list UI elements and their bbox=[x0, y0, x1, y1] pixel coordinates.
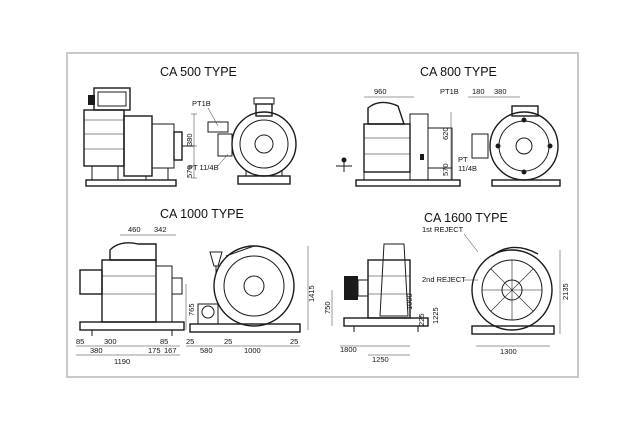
ca500-panel: CA 500 TYPE 380 570 bbox=[83, 65, 297, 187]
ca1000-front-view: 1415 765 25 580 25 1000 25 bbox=[185, 245, 316, 355]
ca1600-dim-2135: 2135 bbox=[561, 283, 570, 300]
ca1000-dim-85: 85 bbox=[76, 337, 84, 346]
ca500-side-view: 380 570 bbox=[83, 87, 197, 187]
ca1000-dim-167: 167 bbox=[164, 346, 177, 355]
ca1600-dim-750: 750 bbox=[323, 301, 332, 314]
ca500-title: CA 500 TYPE bbox=[160, 65, 237, 79]
ca800-panel: CA 800 TYPE 960 620 570 PT1B 180 380 bbox=[336, 65, 561, 187]
ca1000-dim-765: 765 bbox=[187, 303, 196, 316]
ca500-front-view: PT1B PT 11/4B bbox=[188, 97, 297, 185]
ca1000-dim-1000: 1000 bbox=[244, 346, 261, 355]
ca1000-dim-1415: 1415 bbox=[307, 285, 316, 302]
ca500-dim-380: 380 bbox=[185, 133, 194, 146]
ca1600-front-view: 2nd REJECT 2135 1300 bbox=[422, 233, 570, 356]
ca1000-dim-25a: 25 bbox=[186, 337, 194, 346]
ca500-label-pt114: PT 11/4B bbox=[188, 163, 219, 172]
ca500-label-pt18: PT1B bbox=[192, 99, 211, 108]
ca1600-dim-1250: 1250 bbox=[372, 355, 389, 364]
ca800-dim-180: 180 bbox=[472, 87, 485, 96]
ca1000-title: CA 1000 TYPE bbox=[160, 207, 244, 221]
ca1600-title: CA 1600 TYPE bbox=[424, 211, 508, 225]
ca800-label-pt: PT bbox=[458, 155, 468, 164]
ca800-side-view: 960 620 570 bbox=[336, 87, 461, 187]
ca800-label-pt114: 11/4B bbox=[458, 164, 477, 173]
ca800-front-view: PT1B 180 380 PT 11/4B bbox=[440, 87, 561, 187]
ca1600-label-2nd-reject: 2nd REJECT bbox=[422, 275, 466, 284]
ca1000-dim-580: 580 bbox=[200, 346, 213, 355]
ca1000-dim-25b: 25 bbox=[224, 337, 232, 346]
ca1600-side-view: 750 225 1000 1225 1800 1250 bbox=[323, 243, 440, 364]
ca1000-dim-1190: 1190 bbox=[114, 357, 130, 366]
pump-drawings: CA 500 TYPE 380 570 bbox=[76, 65, 570, 366]
ca1000-dim-380: 380 bbox=[90, 346, 103, 355]
ca1600-panel: CA 1600 TYPE 1st REJECT 750 225 1000 122… bbox=[323, 211, 570, 364]
ca1000-dim-300: 300 bbox=[104, 337, 117, 346]
ca1600-label-1st-reject: 1st REJECT bbox=[422, 225, 464, 234]
ca1000-dim-25c: 25 bbox=[290, 337, 298, 346]
ca800-label-pt18: PT1B bbox=[440, 87, 459, 96]
ca1000-dim-460: 460 bbox=[128, 225, 141, 234]
ca1600-dim-1800: 1800 bbox=[340, 345, 357, 354]
ca1000-dim-342: 342 bbox=[154, 225, 167, 234]
ca800-dim-960: 960 bbox=[374, 87, 387, 96]
ca1000-dim-175: 175 bbox=[148, 346, 161, 355]
ca800-dim-570: 570 bbox=[441, 163, 450, 176]
ca500-dim-570: 570 bbox=[185, 165, 194, 178]
ca800-dim-380: 380 bbox=[494, 87, 507, 96]
ca1600-dim-1225: 1225 bbox=[431, 307, 440, 324]
ca1000-dim-85b: 85 bbox=[160, 337, 168, 346]
ca1000-side-view: 460 342 85 300 85 380 175 167 1190 bbox=[76, 225, 185, 366]
drawing-sheet: CA 500 TYPE 380 570 bbox=[66, 52, 579, 378]
ca1000-panel: CA 1000 TYPE 460 342 85 300 85 380 175 1… bbox=[76, 207, 316, 366]
ca800-dim-620: 620 bbox=[441, 127, 450, 140]
ca800-title: CA 800 TYPE bbox=[420, 65, 497, 79]
ca1600-dim-225: 225 bbox=[417, 313, 426, 326]
ca1600-dim-1000: 1000 bbox=[405, 293, 414, 310]
ca1600-dim-1300: 1300 bbox=[500, 347, 517, 356]
